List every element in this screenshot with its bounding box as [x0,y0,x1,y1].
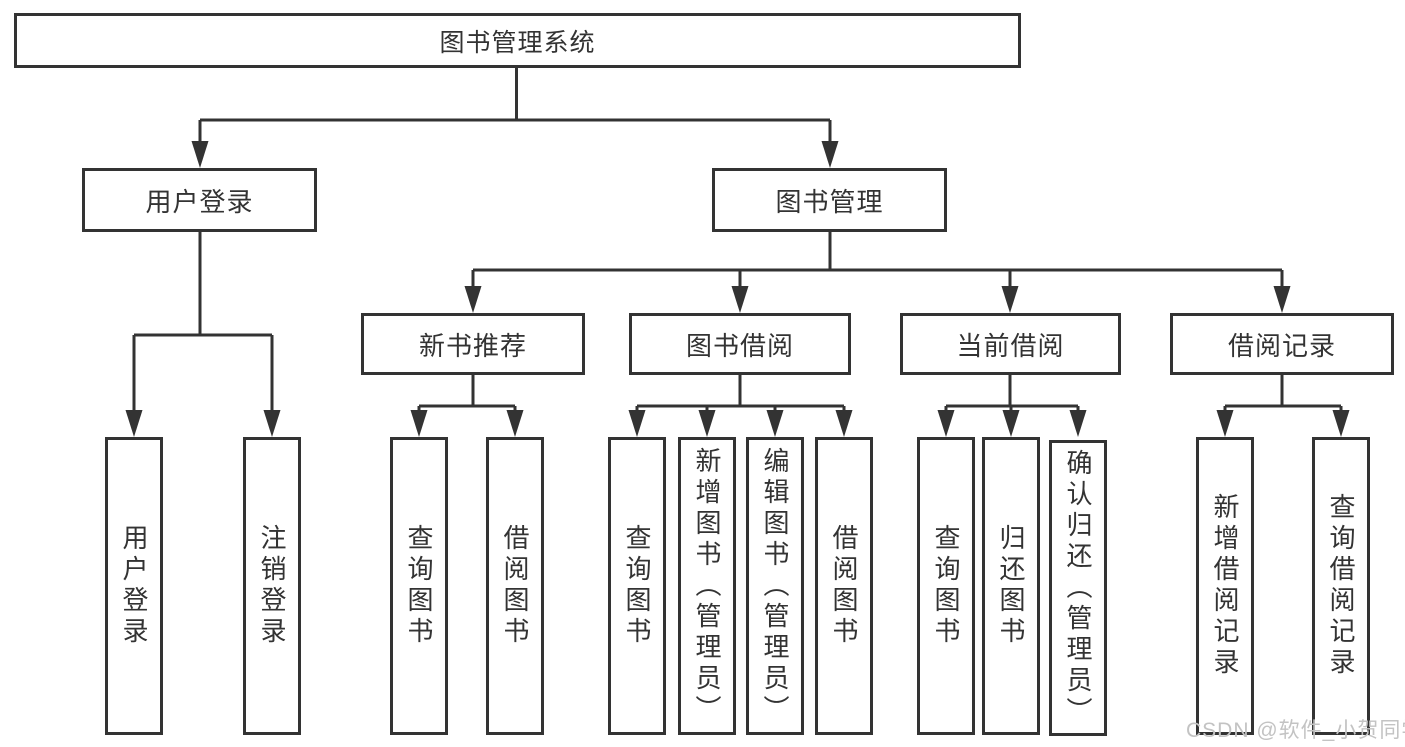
node-label: 确认归还（管理员） [1063,448,1093,728]
arrowheads [125,141,1350,437]
node-book-management: 图书管理 [712,168,947,232]
node-current-borrowing: 当前借阅 [900,313,1121,375]
node-new-book-recommendation: 新书推荐 [361,313,585,375]
node-label: 新增借阅记录 [1210,493,1240,679]
node-book-borrowing: 图书借阅 [629,313,851,375]
node-label: 借阅图书 [829,524,859,648]
node-label: 借阅图书 [500,524,530,648]
leaf-borrowing-edit-books-admin: 编辑图书（管理员） [746,437,804,735]
node-user-login: 用户登录 [82,168,317,232]
node-label: 借阅记录 [1227,330,1336,361]
leaf-recommend-query-books: 查询图书 [390,437,448,735]
leaf-records-add-borrow-record: 新增借阅记录 [1196,437,1254,735]
leaf-current-confirm-return-admin: 确认归还（管理员） [1049,440,1107,736]
leaf-current-return-books: 归还图书 [982,437,1040,735]
node-label: 查询图书 [931,524,961,648]
node-label: 查询图书 [404,524,434,648]
leaf-borrowing-borrow-books: 借阅图书 [815,437,873,735]
node-label: 用户登录 [119,524,149,648]
leaf-records-query-borrow-record: 查询借阅记录 [1312,437,1370,735]
node-borrowing-records: 借阅记录 [1170,313,1394,375]
leaf-current-query-books: 查询图书 [917,437,975,735]
node-label: 查询借阅记录 [1326,493,1356,679]
leaf-borrowing-add-books-admin: 新增图书（管理员） [678,437,736,735]
node-label: 新增图书（管理员） [692,446,722,726]
node-label: 图书管理系统 [439,28,596,57]
node-label: 新书推荐 [418,330,527,361]
node-label: 当前借阅 [956,330,1065,361]
leaf-borrowing-query-books: 查询图书 [608,437,666,735]
node-label: 用户登录 [145,186,254,217]
node-label: 查询图书 [622,524,652,648]
leaf-user-login: 用户登录 [105,437,163,735]
csdn-watermark: CSDN @软件_小贺同学 [1186,719,1405,742]
node-label: 图书借阅 [685,330,794,361]
leaf-logout: 注销登录 [243,437,301,735]
node-label: 归还图书 [996,524,1026,648]
node-label: 注销登录 [257,524,287,648]
node-library-management-system: 图书管理系统 [14,13,1021,68]
leaf-recommend-borrow-books: 借阅图书 [486,437,544,735]
node-label: 编辑图书（管理员） [760,446,790,726]
node-label: 图书管理 [775,186,884,217]
